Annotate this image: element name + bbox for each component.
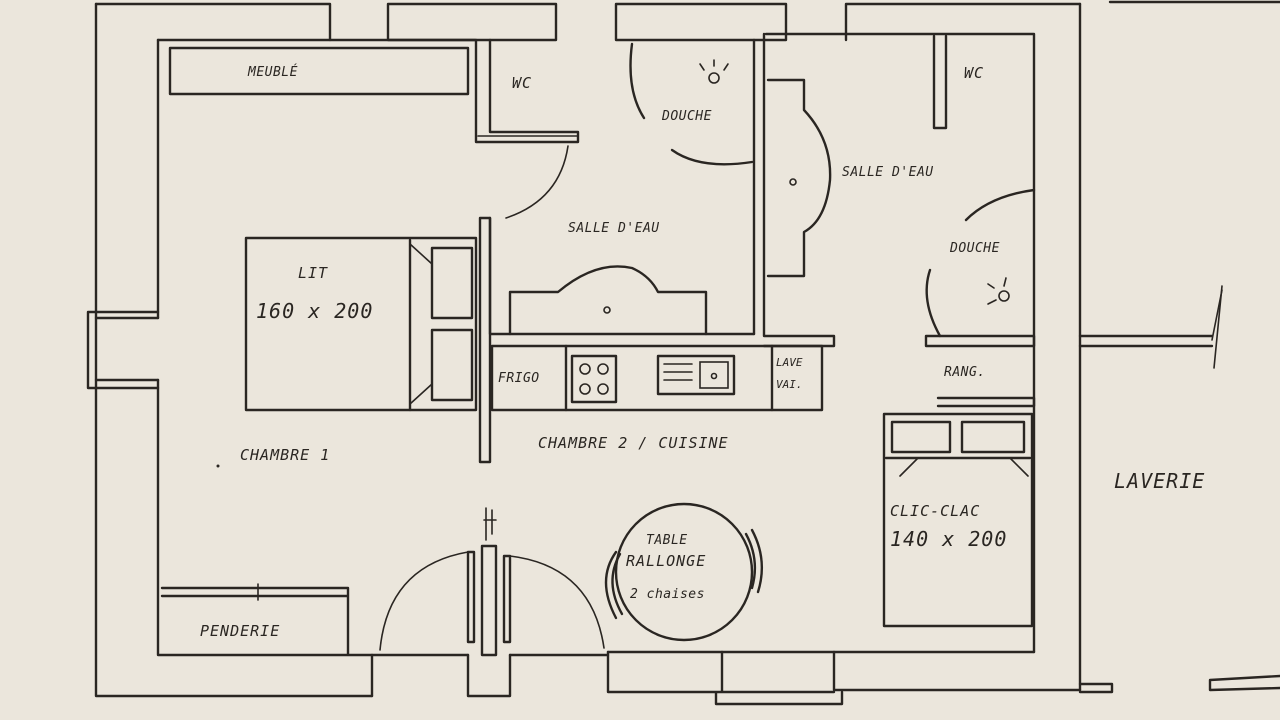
salle-eau-1-label: SALLE D'EAU [568,221,660,236]
sink-2 [766,78,832,278]
shower-door-1a [629,42,646,120]
lit-2-size: 140 x 200 [890,527,1007,551]
chair-right [744,528,763,594]
burner-icon [597,363,609,375]
lit-2-title: CLIC-CLAC [890,502,980,520]
ink-dot [216,464,220,468]
sink-2-drain-icon [789,178,797,186]
burner-icon [579,383,591,395]
frigo-label: FRIGO [498,371,540,386]
bathroom-2 [762,32,1036,408]
lave-label-2: VAI. [776,378,803,391]
meuble-label: MEUBLÉ [247,64,298,80]
salle-eau-2-label: SALLE D'EAU [842,165,934,180]
sink-1 [508,265,708,336]
chambre-2-cuisine-label: CHAMBRE 2 / CUISINE [538,434,729,452]
shower-head-1-icon [699,59,729,84]
shower-door-2a [964,188,1036,222]
shower-door-1b [670,148,754,166]
bed-1 [244,236,478,412]
outer-walls [86,0,1280,706]
lit-1-title: LIT [298,264,328,282]
table-label-1: TABLE [646,533,688,548]
door-swing-right [509,555,605,649]
lave-label-1: LAVE [776,356,803,369]
burner-icon [597,383,609,395]
sink-1-drain-icon [603,306,611,314]
wc-1-label: WC [512,74,532,92]
lit-1-size: 160 x 200 [256,299,373,323]
door-swing-left [379,551,469,651]
bathroom-1 [474,38,756,464]
laverie-label: LAVERIE [1114,469,1205,493]
chambre-1-label: CHAMBRE 1 [240,446,330,464]
table-label-2: RALLONGE [626,552,706,570]
rangement-label: RANG. [944,365,986,380]
burner-icon [579,363,591,375]
chair-left [604,550,624,620]
wc-2-label: WC [964,64,984,82]
kitchen-sink [656,354,736,396]
douche-1-label: DOUCHE [661,109,712,124]
bed-2 [882,412,1034,628]
cooktop [570,354,618,404]
shower-head-2-icon [987,277,1010,305]
meuble-furniture [168,46,470,96]
shower-door-2b [925,268,942,338]
table-label-3: 2 chaises [630,587,705,602]
kitchen-counter [490,344,824,412]
douche-2-label: DOUCHE [949,241,1000,256]
sink-drain-icon [710,372,718,380]
penderie-closet [160,583,350,656]
penderie-label: PENDERIE [200,622,280,640]
entry-doors [379,507,605,657]
round-table [604,502,763,642]
door-swing-wc-1 [505,145,569,219]
